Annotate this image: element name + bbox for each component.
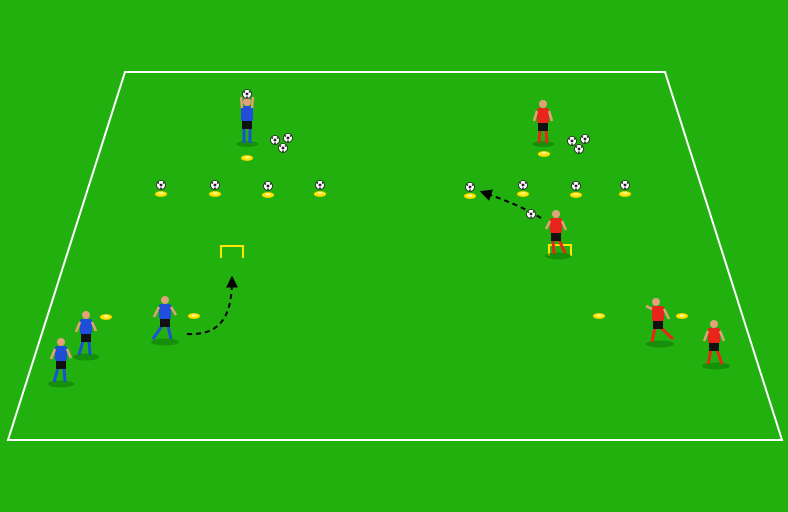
dashed-arrow-icon [479, 189, 542, 219]
cone-icon [187, 312, 201, 320]
red-attacker [544, 210, 571, 260]
cone-icon [240, 154, 254, 162]
red-server [532, 100, 554, 147]
red-player-waiting [702, 320, 730, 370]
playing-area-boundary [6, 71, 784, 441]
blue-player-waiting-1 [73, 311, 99, 361]
blue-player-waiting-2 [48, 338, 74, 388]
soccer-ball-icon [526, 209, 536, 219]
red-player-running [645, 298, 675, 348]
mini-goal-icon [220, 245, 244, 258]
blue-goalkeeper [236, 89, 258, 147]
blue-attacker [151, 296, 179, 346]
cone-icon [537, 150, 551, 158]
cone-icon [592, 312, 606, 320]
dashed-arrow-icon [186, 275, 238, 336]
cone-icon [675, 312, 689, 320]
cone-icon [99, 313, 113, 321]
